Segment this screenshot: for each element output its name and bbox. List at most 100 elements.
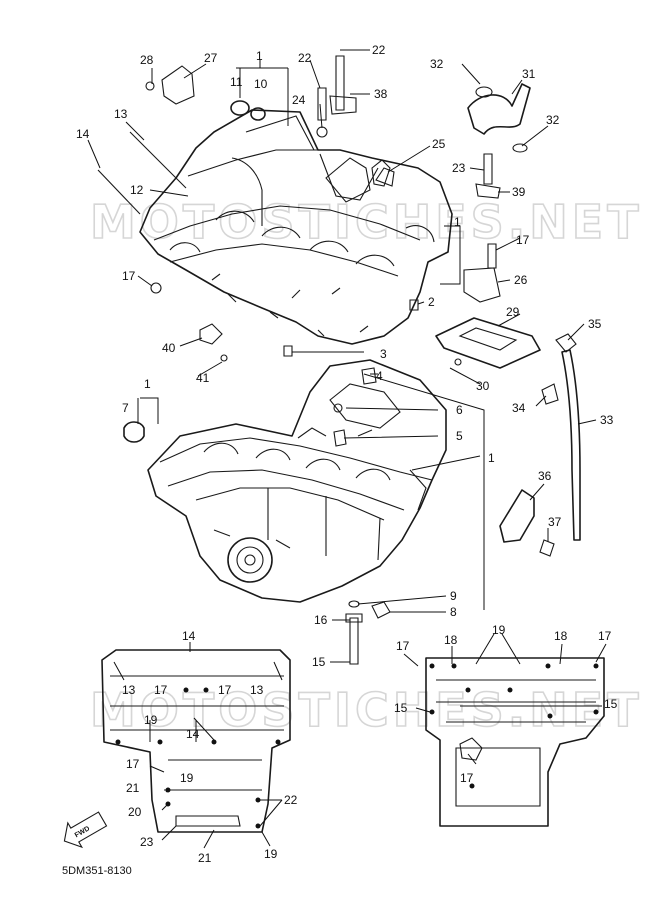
callout-label: 35 [588,317,602,331]
callout-label: 22 [298,51,312,65]
stud-14 [97,169,141,215]
callout-label: 34 [512,401,526,415]
o-ring-6 [333,403,343,413]
callout-label: 1 [256,49,263,63]
callout-label: 17 [154,683,168,697]
callout-label: 23 [452,161,466,175]
callout-label: 17 [122,269,136,283]
callout-label: 22 [284,793,298,807]
upper-crankcase [139,109,453,345]
forward-direction-arrow: FWD [63,811,108,849]
inset-left-crankcase-bottom [101,649,291,833]
callout-label: 17 [516,233,530,247]
callout-label: 26 [514,273,528,287]
dowel-5 [333,429,347,447]
callout-label: 41 [196,371,210,385]
plate-29 [435,317,541,369]
callout-label: 20 [128,805,142,819]
callout-label: 14 [186,727,200,741]
callouts-lower-right: 17 18 19 18 17 15 15 17 [394,623,618,785]
dowel-3 [283,345,293,357]
lower-crankcase [147,359,447,603]
oil-pump-pulley [227,537,273,583]
callout-label: 30 [476,379,490,393]
callout-label: 14 [76,127,90,141]
callout-label: 33 [600,413,614,427]
callout-label: 38 [374,87,388,101]
bracket-26 [463,267,501,303]
breather-hose-31 [467,83,531,135]
callout-label: 17 [126,757,140,771]
bolt-15 [349,617,359,665]
callout-label: 37 [548,515,562,529]
callout-label: 2 [428,295,435,309]
callout-label: 1 [144,377,151,391]
bolt-17-right [487,243,497,269]
lower-small-parts [123,367,555,665]
callout-label: 10 [254,77,268,91]
dowel-4 [361,367,377,385]
clamp-39 [475,183,501,199]
bolt-37 [539,539,555,557]
watermark-bottom: MOTOSTICHES.NET [90,683,643,737]
callout-label: 17 [396,639,410,653]
callout-label: 19 [264,847,278,861]
bracket-36 [499,489,535,543]
callout-label: 13 [250,683,264,697]
cover-27 [161,65,195,105]
leader-lines [87,49,607,849]
callout-label: 6 [456,403,463,417]
callout-label: 21 [198,851,212,865]
callout-label: 28 [140,53,154,67]
screw-28 [145,81,155,91]
callout-label: 15 [604,697,618,711]
callout-label: 16 [314,613,328,627]
callout-label: 4 [376,369,383,383]
bracket-38 [329,95,357,115]
callout-label: 17 [218,683,232,697]
callout-label: 23 [140,835,154,849]
callout-label: 15 [312,655,326,669]
callout-label: 13 [122,683,136,697]
callouts-lower-left: 14 13 17 17 13 19 14 17 19 21 20 22 23 2… [122,629,298,865]
callout-label: 22 [372,43,386,57]
callout-label: 27 [204,51,218,65]
stud-13 [129,131,187,189]
callout-label: 32 [546,113,560,127]
callouts-main: 1 28 27 11 10 22 22 24 38 32 31 32 13 14… [76,43,614,669]
o-ring-41 [220,354,228,362]
fwd-label: FWD [74,825,91,839]
callout-label: 17 [460,771,474,785]
callout-label: 24 [292,93,306,107]
bolt-23 [483,153,493,185]
clip-34 [541,383,559,405]
callout-label: 9 [450,589,457,603]
oil-seal-10 [250,107,266,121]
seal-7 [123,421,145,443]
bolt-22-short [317,87,327,121]
fitting-35 [555,333,577,353]
callout-label: 13 [114,107,128,121]
diagram-code: 5DM351-8130 [62,865,132,877]
bolt-17-left [150,282,162,294]
callout-label: 31 [522,67,536,81]
clamp-32-bottom [512,143,528,153]
watermark-top: MOTOSTICHES.NET [90,195,643,249]
callout-label: 18 [444,633,458,647]
dowel-2 [409,299,419,311]
callout-label: 18 [554,629,568,643]
bearing-11 [230,100,250,116]
o-ring-9 [348,600,360,608]
callout-label: 29 [506,305,520,319]
callout-label: 12 [130,183,144,197]
washer-16 [345,613,363,623]
callout-label: 15 [394,701,408,715]
washer-24 [316,126,328,138]
callout-label: 39 [512,185,526,199]
callout-label: 19 [180,771,194,785]
callout-label: 1 [488,451,495,465]
callout-label: 17 [598,629,612,643]
callout-label: 3 [380,347,387,361]
inset-right-crankcase-bottom [425,657,605,827]
